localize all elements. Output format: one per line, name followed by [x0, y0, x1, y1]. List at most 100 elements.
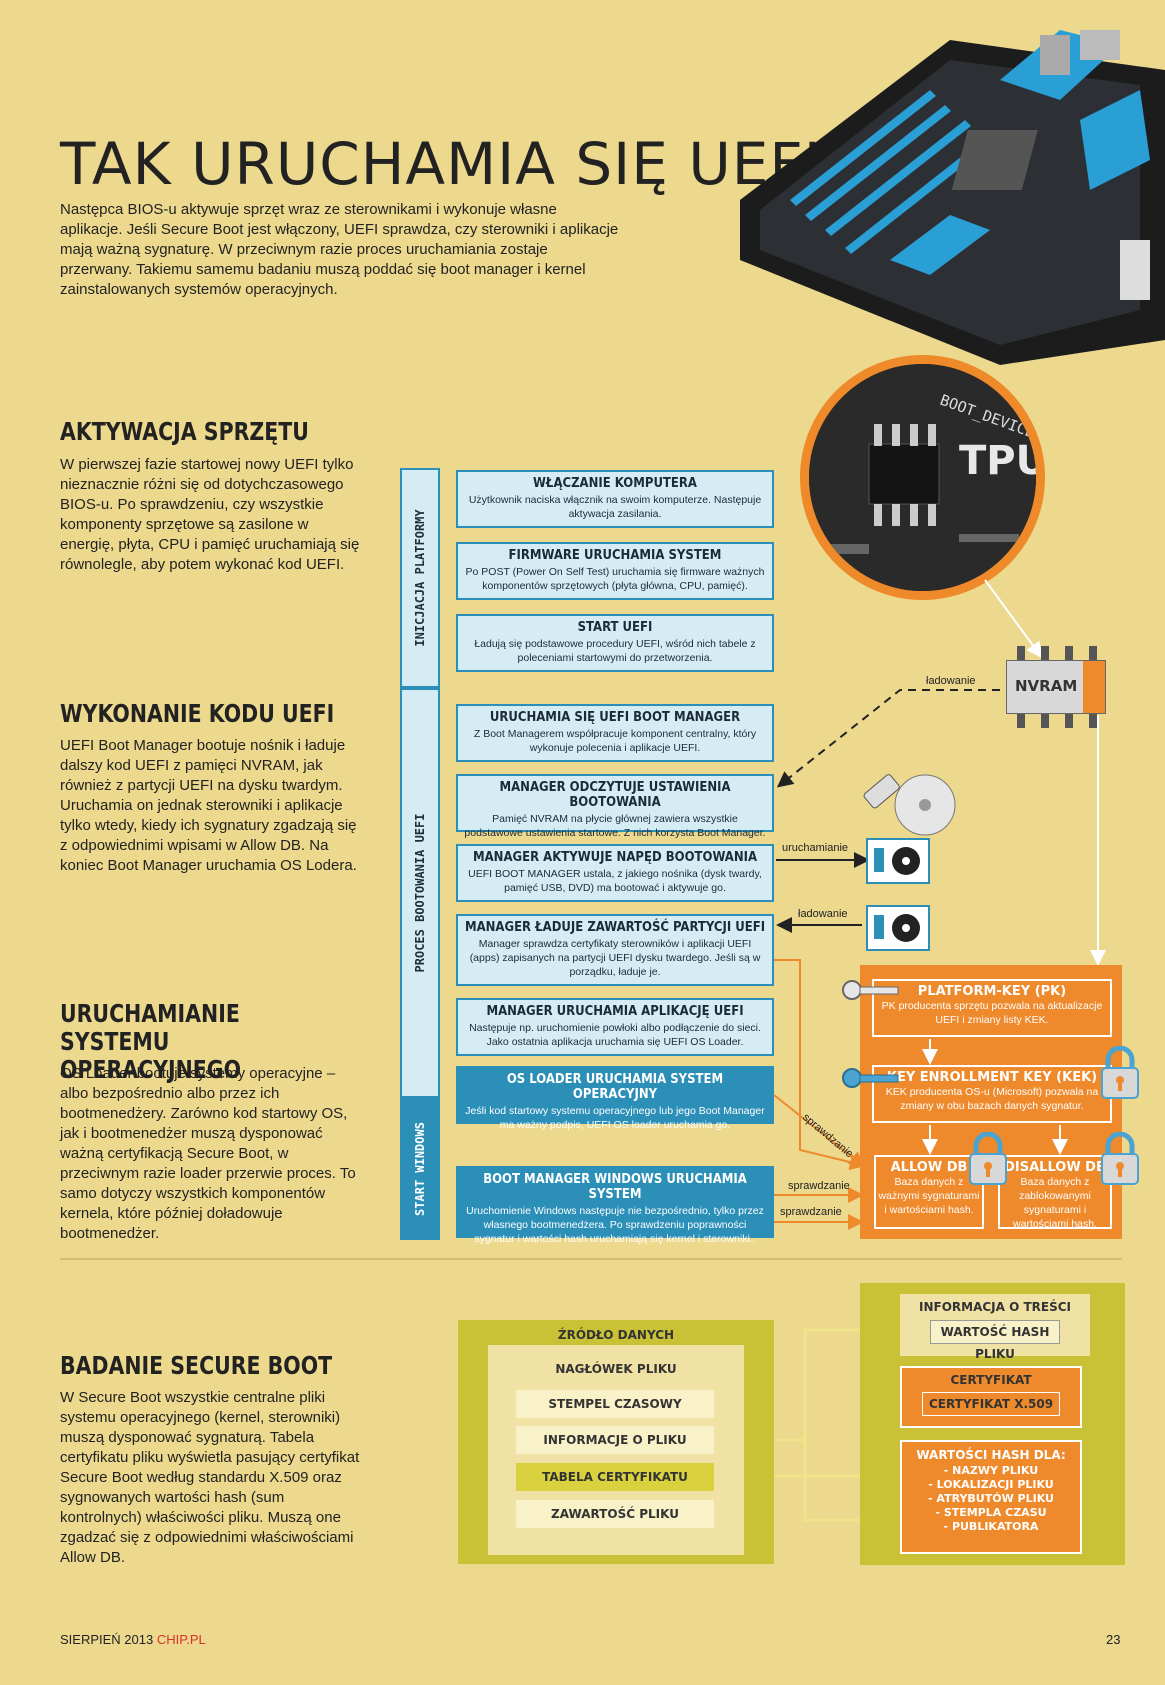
section-text-secure-boot: W Secure Boot wszystkie centralne pliki …	[60, 1389, 360, 1566]
step-desc: Pamięć NVRAM na płycie głównej zawiera w…	[464, 813, 766, 839]
step-title: MANAGER ODCZYTUJE USTAWIENIA BOOTOWANIA	[499, 780, 731, 810]
certificate-title: CERTYFIKAT	[950, 1373, 1032, 1387]
hash-for-item: - STEMPLA CZASU	[935, 1506, 1047, 1519]
label-sprawdzanie-2: sprawdzanie	[780, 1206, 842, 1218]
step-desc: Po POST (Power On Self Test) uruchamia s…	[465, 566, 765, 592]
step-title: WŁĄCZANIE KOMPUTERA	[533, 476, 697, 491]
kek-box: KEY ENROLLMENT KEY (KEK) KEK producenta …	[872, 1065, 1112, 1123]
pk-title: PLATFORM-KEY (PK)	[917, 984, 1067, 999]
key-icon	[842, 980, 899, 1000]
step-desc: Jeśli kod startowy systemu operacyjnego …	[465, 1105, 765, 1131]
security-panel: PLATFORM-KEY (PK) PK producenta sprzętu …	[860, 965, 1122, 1239]
step-title: MANAGER AKTYWUJE NAPĘD BOOTOWANIA	[472, 850, 758, 865]
phase-platform-init: INICJACJA PLATFORMY	[400, 468, 440, 688]
hdd-icon	[866, 905, 930, 951]
step-read-settings: MANAGER ODCZYTUJE USTAWIENIA BOOTOWANIA …	[456, 774, 774, 839]
allow-desc: Baza danych z ważnymi sygnaturami i wart…	[878, 1176, 980, 1216]
lock-icon	[1101, 1132, 1139, 1185]
label-ladowanie-disk: ładowanie	[798, 908, 848, 920]
disallow-desc: Baza danych z zablokowanymi sygnaturami …	[1012, 1176, 1098, 1230]
step-desc: Uruchomienie Windows następuje nie bezpo…	[466, 1205, 764, 1245]
file-header-label: NAGŁÓWEK PLIKU	[555, 1362, 677, 1376]
footer-issue: SIERPIEŃ 2013 CHIP.PL	[60, 1632, 206, 1647]
step-firmware: FIRMWARE URUCHAMIA SYSTEM Po POST (Power…	[456, 542, 774, 600]
step-title: OS LOADER URUCHAMIA SYSTEM OPERACYJNY	[506, 1072, 724, 1102]
section-heading-uefi-code: WYKONANIE KODU UEFI	[60, 699, 335, 728]
step-windows-boot: BOOT MANAGER WINDOWS URUCHAMIA SYSTEM Ur…	[456, 1166, 774, 1245]
section-heading-secure-boot: BADANIE SECURE BOOT	[60, 1351, 333, 1380]
step-title: MANAGER ŁADUJE ZAWARTOŚĆ PARTYCJI UEFI	[464, 920, 766, 935]
file-item-timestamp: STEMPEL CZASOWY	[516, 1390, 714, 1418]
step-os-loader: OS LOADER URUCHAMIA SYSTEM OPERACYJNY Je…	[456, 1066, 774, 1131]
section-text-hardware: W pierwszej fazie startowej nowy UEFI ty…	[60, 456, 360, 573]
label-uruchamianie: uruchamianie	[782, 842, 849, 854]
tpu-label: TPU	[959, 438, 1036, 484]
footer-brand[interactable]: CHIP.PL	[156, 1632, 206, 1647]
pk-desc: PK producenta sprzętu pozwala na aktuali…	[881, 1000, 1103, 1026]
chip-zoom-circle: BOOT_DEVICE_ TPU	[800, 355, 1045, 600]
step-title: BOOT MANAGER WINDOWS URUCHAMIA SYSTEM	[483, 1172, 747, 1202]
file-item-cert-table: TABELA CERTYFIKATU	[516, 1463, 714, 1491]
hash-for-item: - PUBLIKATORA	[943, 1520, 1039, 1533]
hash-value-box: WARTOŚĆ HASH PLIKU	[930, 1320, 1060, 1361]
kek-title: KEY ENROLLMENT KEY (KEK)	[886, 1070, 1098, 1085]
step-uefi-start: START UEFI Ładują się podstawowe procedu…	[456, 614, 774, 672]
nvram-chip: NVRAM	[1006, 646, 1106, 728]
step-run-app: MANAGER URUCHAMIA APLIKACJĘ UEFI Następu…	[456, 998, 774, 1056]
file-item-content: ZAWARTOŚĆ PLIKU	[516, 1500, 714, 1528]
certificate-value: CERTYFIKAT X.509	[922, 1392, 1060, 1416]
motherboard-image	[740, 30, 1165, 365]
section-divider	[60, 1258, 1122, 1260]
step-title: FIRMWARE URUCHAMIA SYSTEM	[508, 548, 722, 563]
phase-uefi-boot: PROCES BOOTOWANIA UEFI	[400, 688, 440, 1098]
content-info-box: INFORMACJA O TREŚCI WARTOŚĆ HASH PLIKU	[900, 1294, 1090, 1361]
hash-for-box: WARTOŚCI HASH DLA: - NAZWY PLIKU - LOKAL…	[900, 1440, 1082, 1554]
allow-title: ALLOW DB	[890, 1160, 968, 1175]
step-load-partition: MANAGER ŁADUJE ZAWARTOŚĆ PARTYCJI UEFI M…	[456, 914, 774, 986]
allow-db-box: ALLOW DB Baza danych z ważnymi sygnatura…	[874, 1155, 984, 1229]
section-text-os-start: OS Loader bootuje systemy operacyjne – a…	[60, 1065, 356, 1242]
file-item-info: INFORMACJE O PLIKU	[516, 1426, 714, 1454]
disallow-db-box: DISALLOW DB Baza danych z zablokowanymi …	[998, 1155, 1112, 1230]
step-title: MANAGER URUCHAMIA APLIKACJĘ UEFI	[486, 1004, 744, 1019]
data-source-label: ŹRÓDŁO DANYCH	[557, 1328, 675, 1342]
usb-dvd-icon	[863, 774, 956, 836]
section-heading-hardware: AKTYWACJA SPRZĘTU	[60, 417, 309, 446]
step-desc: Użytkownik naciska włącznik na swoim kom…	[468, 494, 762, 520]
certificate-box: CERTYFIKAT CERTYFIKAT X.509	[900, 1366, 1082, 1428]
phase-windows-start: START WINDOWS	[400, 1098, 440, 1240]
label-sprawdzanie-1: sprawdzanie	[788, 1180, 850, 1192]
tpu-chip-image: BOOT_DEVICE_ TPU	[809, 364, 1036, 591]
kek-desc: KEK producenta OS-u (Microsoft) pozwala …	[885, 1086, 1099, 1112]
step-desc: Następuje np. uruchomienie powłoki albo …	[469, 1022, 761, 1048]
hash-for-title: WARTOŚCI HASH DLA:	[916, 1448, 1066, 1462]
key-icon	[842, 1068, 899, 1088]
disallow-title: DISALLOW DB	[1004, 1160, 1106, 1175]
step-desc: Manager sprawdza certyfikaty sterowników…	[469, 938, 761, 978]
step-boot-manager: URUCHAMIA SIĘ UEFI BOOT MANAGER Z Boot M…	[456, 704, 774, 762]
step-desc: Ładują się podstawowe procedury UEFI, wś…	[474, 638, 756, 664]
nvram-label: NVRAM	[1015, 677, 1078, 695]
step-activate-drive: MANAGER AKTYWUJE NAPĘD BOOTOWANIA UEFI B…	[456, 844, 774, 902]
hash-for-item: - ATRYBUTÓW PLIKU	[928, 1492, 1054, 1505]
step-title: START UEFI	[577, 620, 653, 635]
step-desc: UEFI BOOT MANAGER ustala, z jakiego nośn…	[468, 868, 762, 894]
step-title: URUCHAMIA SIĘ UEFI BOOT MANAGER	[489, 710, 741, 725]
hdd-icon	[866, 838, 930, 884]
platform-key-box: PLATFORM-KEY (PK) PK producenta sprzętu …	[872, 979, 1112, 1037]
section-text-uefi-code: UEFI Boot Manager bootuje nośnik i ładuj…	[60, 737, 357, 874]
lock-icon	[969, 1132, 1007, 1185]
section-heading-os-start: URUCHAMIANIE SYSTEMU OPERACYJNEGO	[60, 999, 242, 1084]
footer-date: SIERPIEŃ 2013	[60, 1632, 154, 1647]
step-power-on: WŁĄCZANIE KOMPUTERA Użytkownik naciska w…	[456, 470, 774, 528]
step-desc: Z Boot Managerem współpracuje komponent …	[473, 728, 757, 754]
page-title: TAK URUCHAMIA SIĘ UEFI	[60, 130, 822, 198]
lock-icon	[1101, 1046, 1139, 1099]
hash-for-item: - LOKALIZACJI PLIKU	[928, 1478, 1054, 1491]
label-ladowanie-nvram: ładowanie	[926, 675, 976, 687]
hash-for-item: - NAZWY PLIKU	[943, 1464, 1039, 1477]
intro-text: Następca BIOS-u aktywuje sprzęt wraz ze …	[60, 201, 619, 298]
page-number: 23	[1106, 1632, 1121, 1647]
content-info-title: INFORMACJA O TREŚCI	[918, 1300, 1072, 1314]
